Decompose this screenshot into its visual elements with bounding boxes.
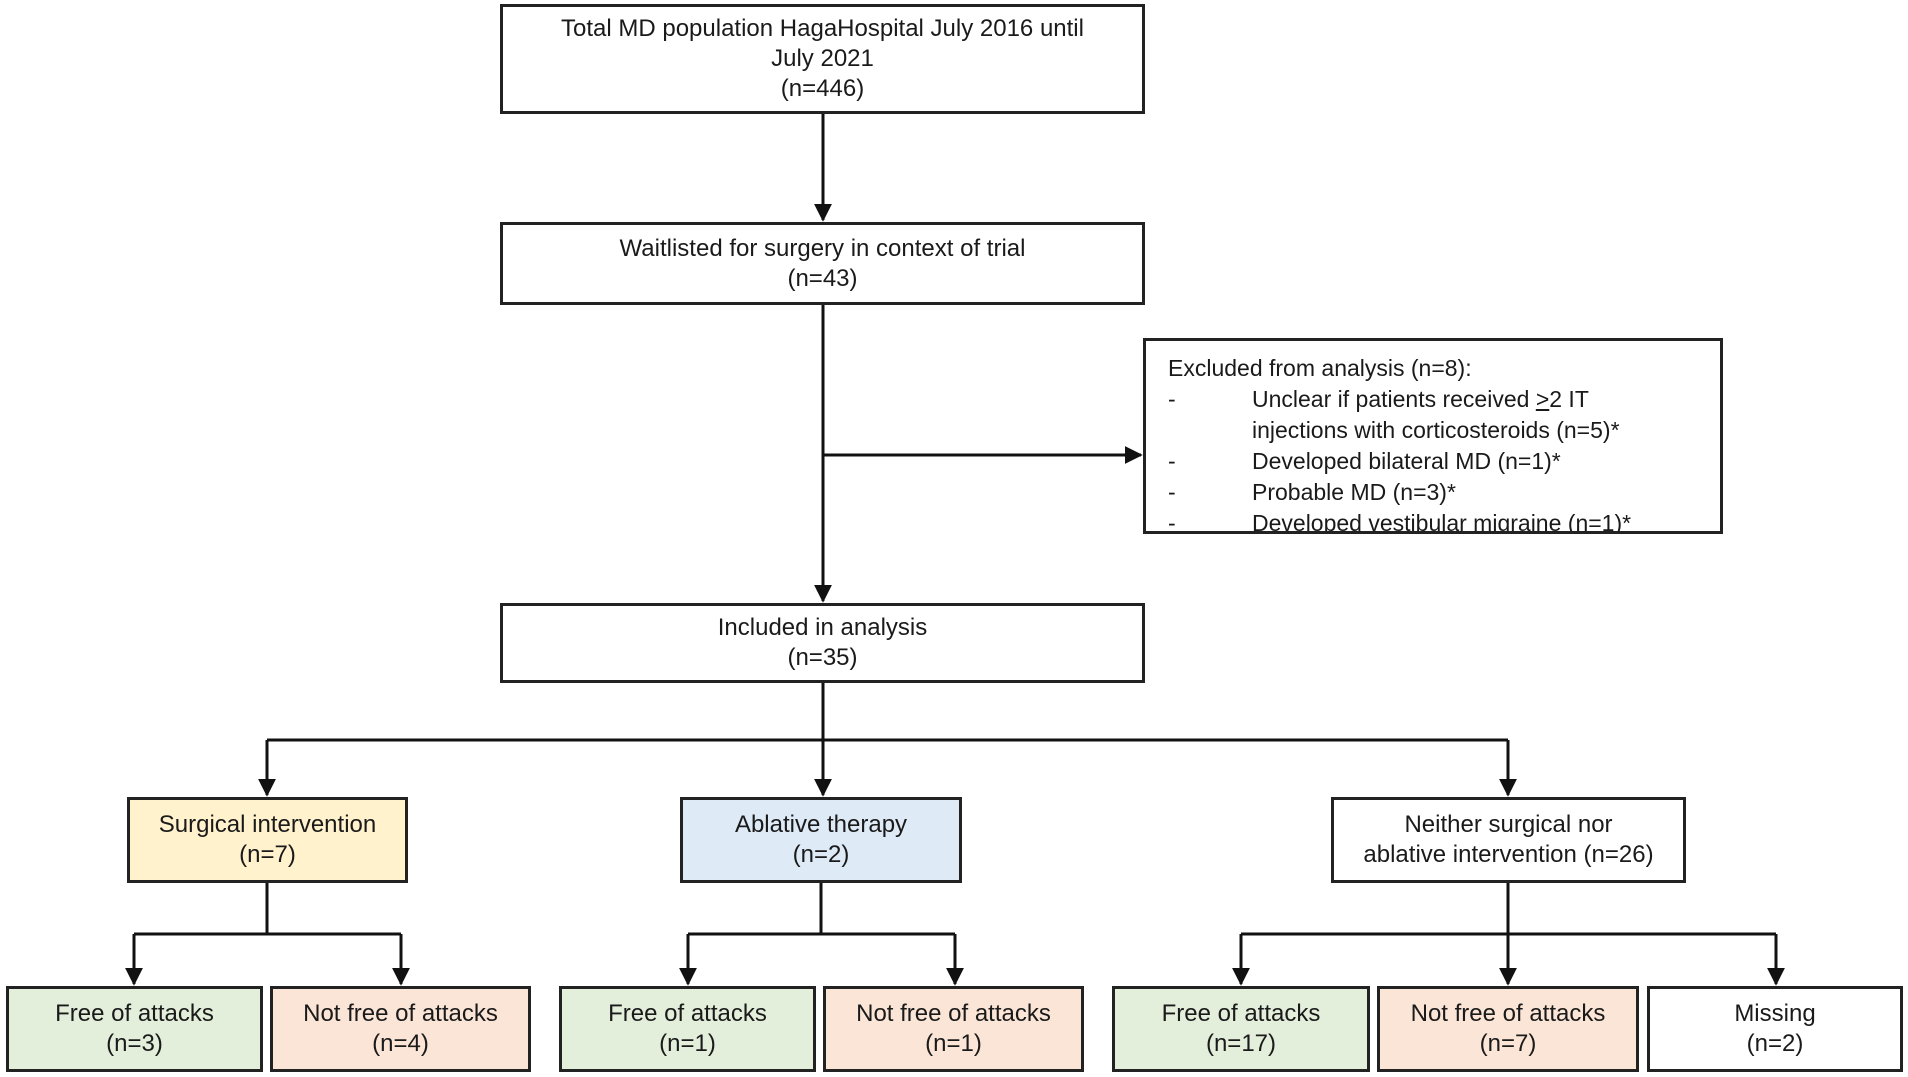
neither-line2: ablative intervention (n=26) (1363, 841, 1654, 868)
neither-intervention-box: Neither surgical nor ablative interventi… (1331, 797, 1686, 883)
ablative-therapy-box: Ablative therapy (n=2) (680, 797, 962, 883)
excluded-item-text: Developed vestibular migraine (n=1)* (1252, 510, 1632, 534)
outcome-n: (n=1) (659, 1030, 716, 1057)
excluded-item: - Unclear if patients received >2 IT (1168, 384, 1700, 415)
total-n: (n=446) (780, 75, 865, 102)
excluded-box: Excluded from analysis (n=8): - Unclear … (1143, 338, 1723, 534)
outcome-label: Not free of attacks (1410, 1000, 1606, 1027)
surgical-intervention-box: Surgical intervention (n=7) (127, 797, 408, 883)
outcome-label: Free of attacks (608, 1000, 767, 1027)
excluded-item-continuation: injections with corticosteroids (n=5)* (1252, 417, 1620, 443)
surgical-label: Surgical intervention (158, 811, 377, 838)
outcome-n: (n=17) (1205, 1030, 1277, 1057)
total-line1: Total MD population HagaHospital July 20… (561, 15, 1084, 42)
excluded-item: - Developed vestibular migraine (n=1)* (1168, 508, 1700, 534)
outcome-n: (n=1) (925, 1030, 982, 1057)
total-line2: July 2021 (771, 45, 874, 72)
excluded-item-text: Probable MD (n=3)* (1252, 479, 1456, 505)
bullet-dash: - (1168, 510, 1176, 534)
excluded-item: - Developed bilateral MD (n=1)* (1168, 446, 1700, 477)
included-label: Included in analysis (717, 614, 928, 641)
excluded-item: - Probable MD (n=3)* (1168, 477, 1700, 508)
outcome-box-surgical-notfree: Not free of attacks (n=4) (270, 986, 531, 1072)
outcome-box-neither-notfree: Not free of attacks (n=7) (1377, 986, 1639, 1072)
outcome-n: (n=3) (106, 1030, 163, 1057)
outcome-n: (n=4) (372, 1030, 429, 1057)
total-population-box: Total MD population HagaHospital July 20… (500, 4, 1145, 114)
waitlisted-n: (n=43) (787, 264, 858, 292)
outcome-n: (n=7) (1479, 1030, 1537, 1057)
outcome-label: Missing (1734, 1000, 1816, 1027)
outcome-label: Not free of attacks (856, 1000, 1051, 1027)
neither-line1: Neither surgical nor (1404, 811, 1613, 838)
surgical-n: (n=7) (239, 841, 296, 868)
underlined-symbol: > (1535, 386, 1550, 412)
excluded-title: Excluded from analysis (n=8): (1168, 355, 1472, 381)
outcome-label: Not free of attacks (303, 1000, 498, 1027)
outcome-box-surgical-free: Free of attacks (n=3) (6, 986, 263, 1072)
bullet-dash: - (1168, 479, 1176, 505)
waitlisted-box: Waitlisted for surgery in context of tri… (500, 222, 1145, 305)
waitlisted-label: Waitlisted for surgery in context of tri… (619, 234, 1026, 262)
ablative-n: (n=2) (792, 841, 850, 868)
included-box: Included in analysis (n=35) (500, 603, 1145, 683)
bullet-dash: - (1168, 448, 1176, 474)
outcome-box-neither-free: Free of attacks (n=17) (1112, 986, 1370, 1072)
outcome-n: (n=2) (1746, 1030, 1804, 1057)
outcome-box-ablative-free: Free of attacks (n=1) (559, 986, 816, 1072)
outcome-box-ablative-notfree: Not free of attacks (n=1) (823, 986, 1084, 1072)
excluded-item-text: Unclear if patients received >2 IT (1252, 386, 1589, 412)
ablative-label: Ablative therapy (734, 811, 908, 838)
outcome-label: Free of attacks (55, 1000, 214, 1027)
bullet-dash: - (1168, 386, 1176, 412)
outcome-label: Free of attacks (1161, 1000, 1321, 1027)
excluded-item-text: Developed bilateral MD (n=1)* (1252, 448, 1561, 474)
outcome-box-neither-missing: Missing (n=2) (1647, 986, 1903, 1072)
included-n: (n=35) (787, 644, 858, 671)
